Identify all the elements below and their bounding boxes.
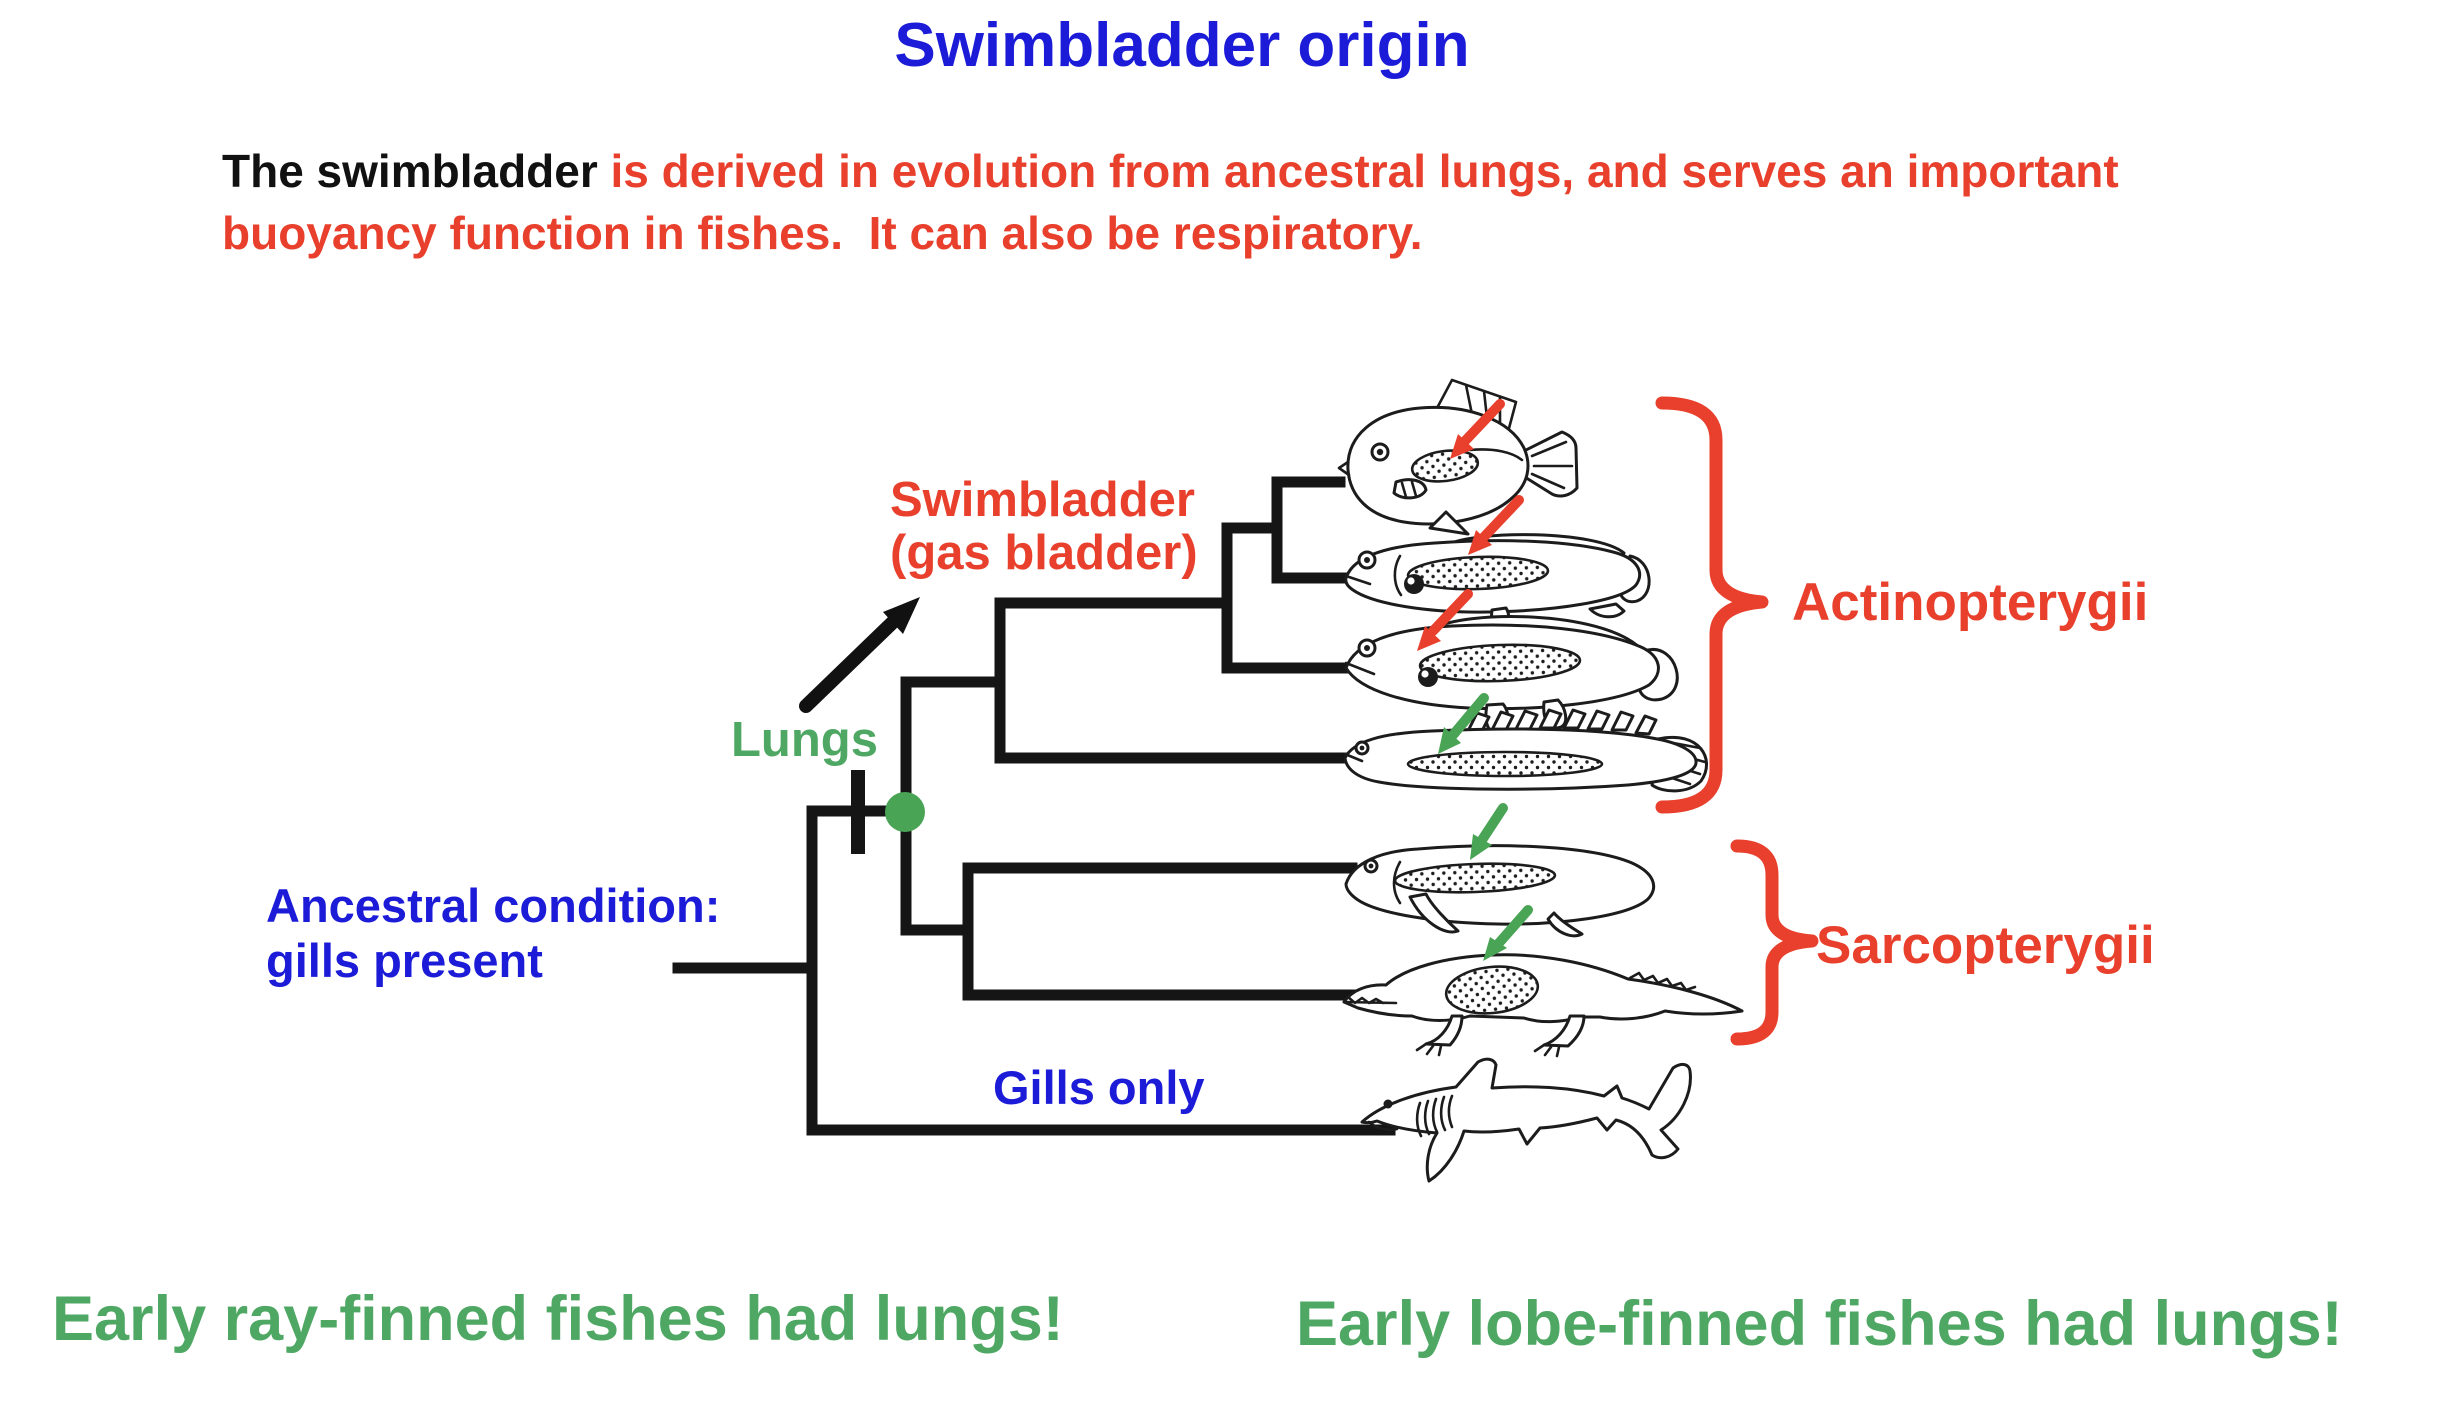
sarcopterygii-brace	[1730, 839, 1819, 1046]
actinopterygii-label: Actinopterygii	[1792, 573, 2149, 632]
lungs-label: Lungs	[731, 713, 878, 767]
page-title: Swimbladder origin	[894, 11, 1470, 80]
swimbladder-label: Swimbladder (gas bladder)	[890, 473, 1198, 580]
gills-only-label: Gills only	[993, 1061, 1205, 1114]
intro-line-1: The swimbladder is derived in evolution …	[222, 145, 2119, 197]
actinopterygii-brace	[1655, 396, 1769, 814]
shark-icon	[1360, 1057, 1692, 1183]
ancestral-condition-label: Ancestral condition: gills present	[266, 879, 721, 987]
fish-bichir-icon	[1343, 708, 1708, 793]
ray-finned-conclusion: Early ray-finned fishes had lungs!	[52, 1284, 1064, 1354]
sarcopterygii-label: Sarcopterygii	[1816, 916, 2155, 975]
tree-branches	[672, 476, 1396, 1136]
fish-lungfish-icon	[1344, 844, 1656, 938]
lung-origin-node	[885, 792, 925, 832]
intro-paragraph: The swimbladder is derived in evolution …	[222, 140, 2119, 264]
lobe-finned-conclusion: Early lobe-finned fishes had lungs!	[1296, 1289, 2343, 1359]
early-tetrapod-icon	[1342, 953, 1744, 1058]
fish-bowfin-icon	[1344, 533, 1651, 630]
red-swimbladder-arrows	[1417, 399, 1524, 651]
fish-deep-bodied-ray-finned-icon	[1337, 378, 1579, 536]
green-lung-arrows	[1438, 693, 1533, 961]
intro-line-2: buoyancy function in fishes. It can also…	[222, 207, 1423, 259]
swimbladder-pointer-arrow-icon	[799, 597, 920, 713]
